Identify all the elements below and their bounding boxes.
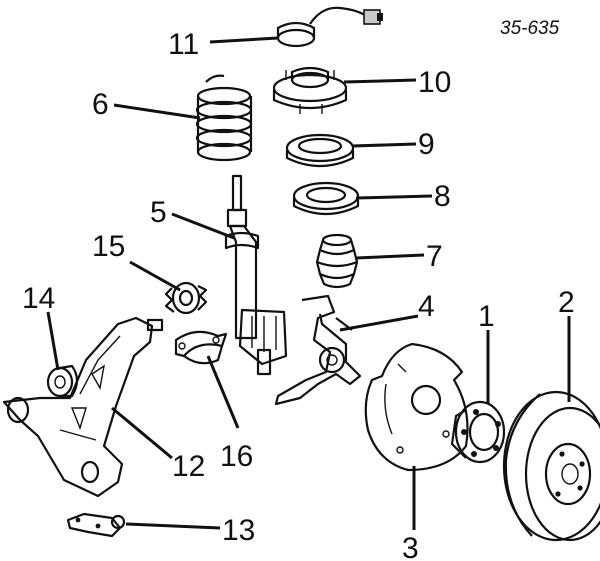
callout-8: 8 <box>434 180 451 213</box>
leader-11 <box>209 36 279 44</box>
part-10-top-mount <box>272 66 348 114</box>
part-11-sensor-cap <box>276 6 383 48</box>
callout-7: 7 <box>426 240 443 273</box>
part-7-bump-stop-boot <box>315 233 359 289</box>
callout-1: 1 <box>478 300 495 333</box>
leader-14 <box>46 311 60 371</box>
callout-9: 9 <box>418 128 435 161</box>
leader-6 <box>113 103 201 120</box>
leader-lines <box>46 36 571 530</box>
part-4-knuckle <box>274 294 362 406</box>
part-3-dust-shield <box>364 342 469 472</box>
leader-10 <box>343 78 417 84</box>
part-6-coil-spring <box>195 74 253 162</box>
part-13-ball-joint <box>66 512 126 538</box>
part-5-strut <box>224 174 288 376</box>
leader-7 <box>355 253 425 260</box>
part-15-bushing <box>164 281 208 315</box>
callout-10: 10 <box>418 66 451 99</box>
leader-9 <box>351 142 417 148</box>
callout-6: 6 <box>92 88 109 121</box>
leader-12 <box>111 406 173 460</box>
callout-15: 15 <box>92 230 125 263</box>
callout-14: 14 <box>22 282 55 315</box>
part-16-bracket <box>174 330 228 365</box>
leader-5 <box>171 212 235 240</box>
part-1-hub <box>450 400 506 464</box>
leader-16 <box>206 355 240 429</box>
leader-8 <box>355 194 433 200</box>
callout-12: 12 <box>172 450 205 483</box>
callout-3: 3 <box>402 532 419 561</box>
part-8-spring-seat <box>292 181 360 216</box>
leader-4 <box>339 314 419 332</box>
callout-16: 16 <box>220 440 253 473</box>
callout-5: 5 <box>150 196 167 229</box>
callout-numbers: 1 2 3 4 5 6 7 8 9 10 11 12 13 14 15 16 <box>22 28 575 561</box>
part-9-bearing-ring <box>285 133 355 168</box>
diagram-code: 35-635 <box>500 18 560 39</box>
callout-13: 13 <box>222 514 255 547</box>
part-12-control-arm <box>2 316 164 498</box>
leader-15 <box>129 260 181 292</box>
callout-2: 2 <box>558 286 575 319</box>
part-2-brake-disc <box>502 390 600 542</box>
leader-13 <box>125 522 221 530</box>
callout-11: 11 <box>168 28 199 61</box>
callout-4: 4 <box>418 290 435 323</box>
